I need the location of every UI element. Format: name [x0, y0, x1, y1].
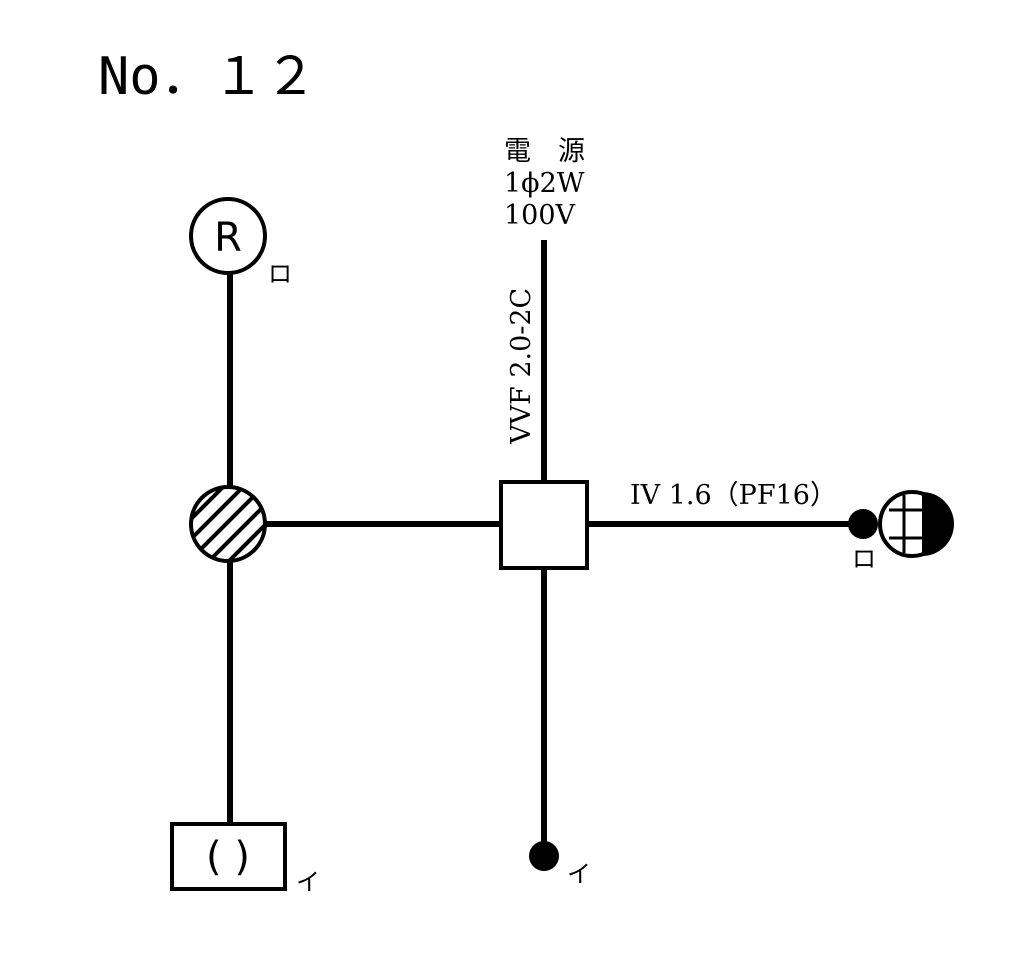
cable-label-iv: IV 1.6（PF16）: [630, 480, 837, 511]
outlet-symbol: [878, 490, 954, 558]
cable-label-vvf: VVF 2.0-2C: [506, 288, 537, 445]
switch-right-symbol: [848, 509, 878, 539]
switch-bottom-symbol: [529, 841, 559, 871]
receptacle-tag: ロ: [268, 260, 292, 288]
power-voltage-label: 100V: [504, 200, 576, 231]
switch-bottom-tag: イ: [567, 860, 591, 888]
power-source-label: 電 源: [504, 136, 585, 167]
receptacle-symbol: [189, 197, 267, 275]
fixture-inner-mark: ( ): [206, 834, 250, 880]
power-phase-label: 1ϕ2W: [504, 168, 585, 199]
fixture-symbol: [170, 822, 287, 891]
switch-right-tag: ロ: [852, 545, 876, 573]
receptacle-letter: R: [214, 215, 242, 261]
hatched-lamp-symbol: [189, 485, 267, 563]
fixture-tag: イ: [296, 868, 320, 896]
junction-box: [499, 480, 589, 570]
diagram-title: No．１２: [98, 47, 317, 107]
